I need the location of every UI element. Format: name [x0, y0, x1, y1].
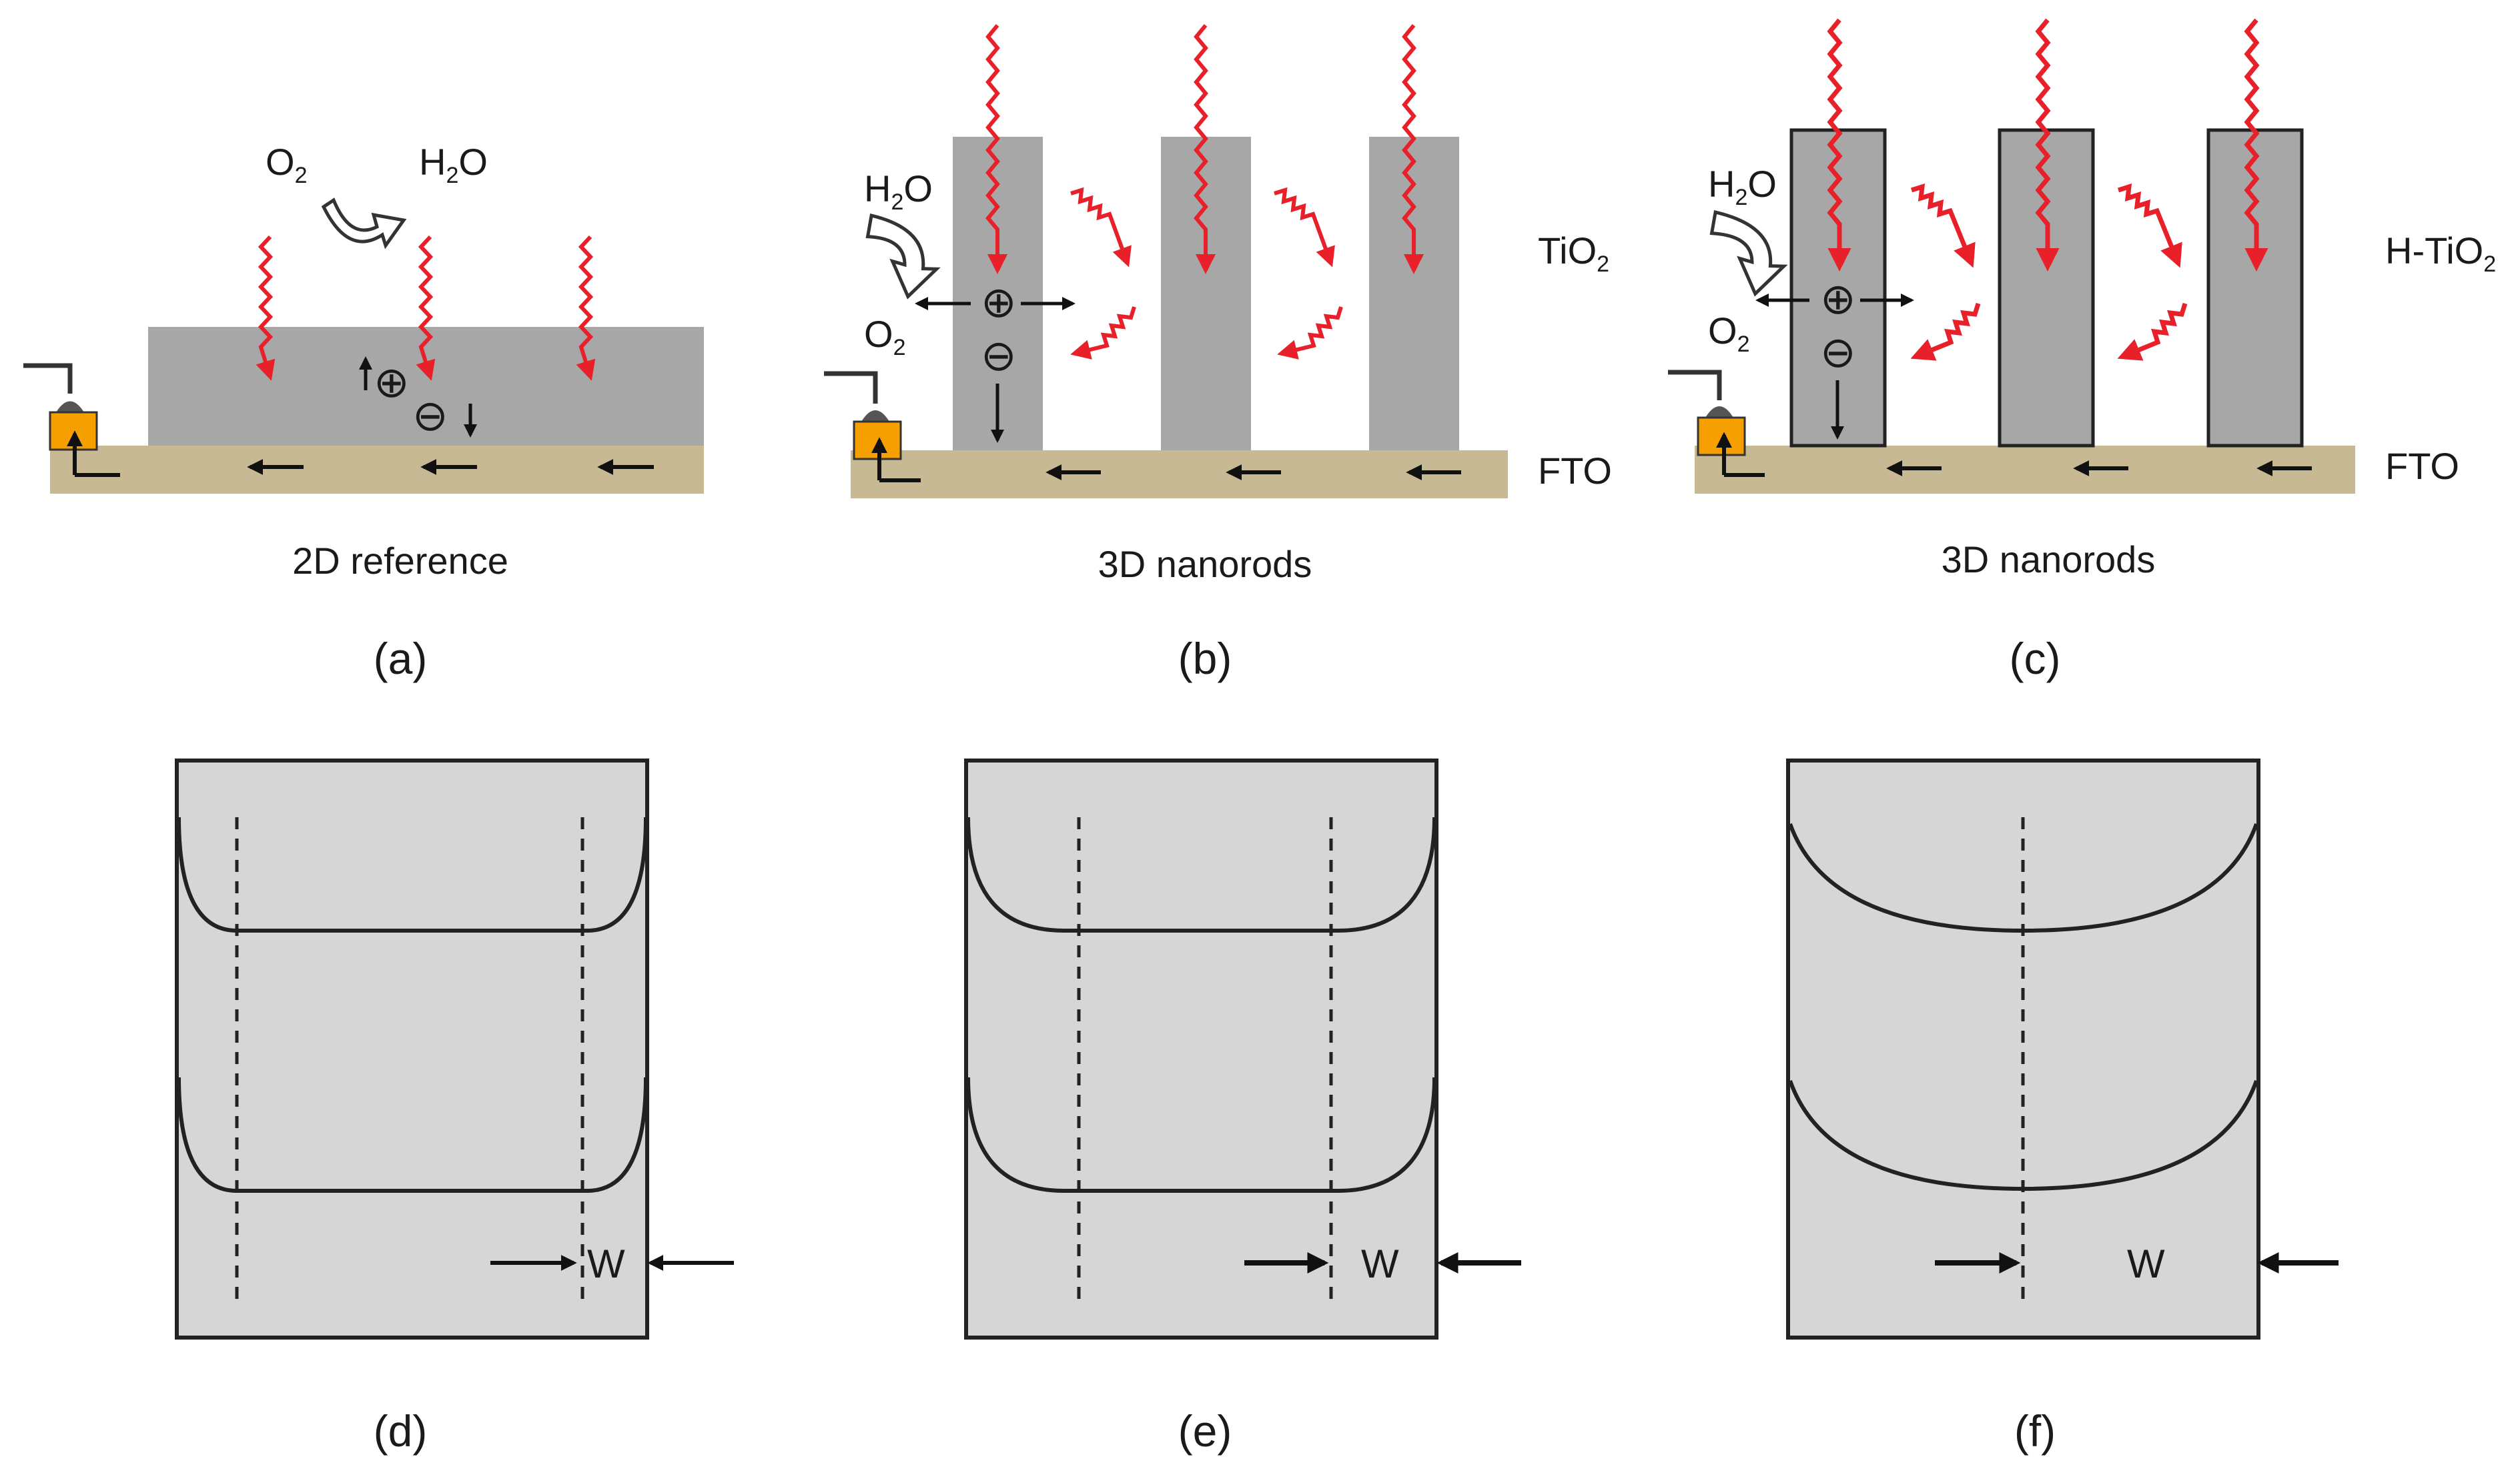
wavy-light-arrow-icon	[256, 235, 596, 381]
panel-f-label: (f)	[2014, 1406, 2056, 1456]
svg-text:TiO2: TiO2	[1538, 229, 1609, 277]
electron-minus-icon: ⊖	[981, 332, 1017, 380]
band-diagram-box	[1786, 759, 2260, 1340]
svg-text:H2O: H2O	[419, 141, 488, 188]
valence-band-edge	[177, 1077, 648, 1193]
panel-d: W (d)	[175, 759, 734, 1456]
panel-b-caption: 3D nanorods	[1098, 543, 1312, 585]
wavy-light-arrow-icon	[1827, 18, 2268, 361]
hole-plus-icon: ⊕	[1820, 275, 1856, 323]
svg-text:FTO: FTO	[1538, 450, 1612, 492]
hole-plus-icon: ⊕	[981, 278, 1017, 326]
tio2-film	[148, 327, 704, 446]
electrical-contact	[824, 371, 921, 482]
panel-c: H2O O2 ⊕ ⊖ H-TiO2 FTO 3D nanorods (c)	[1668, 18, 2496, 683]
panel-b: H2O O2 ⊕ ⊖ TiO2 FTO 3D nanorods (b)	[824, 24, 1612, 683]
panel-d-label: (d)	[374, 1406, 428, 1456]
conduction-band-edge	[177, 817, 648, 933]
valence-band-edge	[966, 1077, 1436, 1193]
panel-e-label: (e)	[1178, 1406, 1232, 1456]
electron-minus-icon: ⊖	[1820, 328, 1856, 376]
band-diagram-box	[175, 759, 649, 1340]
depletion-width-label: W	[1361, 1242, 1399, 1286]
svg-text:O2: O2	[1708, 310, 1749, 357]
fto-substrate	[851, 450, 1508, 498]
curved-exchange-arrow-icon	[1709, 210, 1788, 297]
fto-substrate	[50, 446, 704, 494]
depletion-width-label: W	[2127, 1242, 2165, 1286]
depletion-width-label: W	[587, 1242, 625, 1286]
panel-e: W (e)	[964, 759, 1521, 1456]
panel-c-label: (c)	[2010, 634, 2061, 683]
svg-text:O2: O2	[266, 141, 307, 188]
nanorod-3	[1369, 137, 1459, 450]
band-diagram-box	[964, 759, 1438, 1340]
svg-text:H2O: H2O	[864, 167, 933, 215]
panel-a-label: (a)	[374, 634, 428, 683]
nanorod-2	[1161, 137, 1251, 450]
curved-exchange-arrow-icon	[865, 213, 941, 300]
curved-exchange-arrow-icon	[321, 197, 407, 250]
panel-b-label: (b)	[1178, 634, 1232, 683]
panel-a-caption: 2D reference	[292, 540, 508, 582]
hole-plus-icon: ⊕	[374, 358, 410, 406]
fto-substrate	[1695, 446, 2355, 494]
wavy-light-arrow-icon	[985, 24, 1424, 360]
panel-a: O2 H2O ⊕ ⊖ 2D reference (a)	[23, 141, 704, 683]
svg-text:FTO: FTO	[2385, 445, 2459, 487]
electron-minus-icon: ⊖	[412, 392, 448, 440]
electrical-contact	[23, 363, 120, 477]
electrical-contact	[1668, 370, 1765, 477]
svg-text:H-TiO2: H-TiO2	[2385, 229, 2496, 277]
panel-f: W (f)	[1786, 759, 2339, 1456]
conduction-band-edge	[966, 817, 1436, 933]
svg-text:H2O: H2O	[1708, 163, 1777, 210]
svg-text:O2: O2	[864, 313, 905, 360]
panel-c-caption: 3D nanorods	[1942, 538, 2156, 580]
